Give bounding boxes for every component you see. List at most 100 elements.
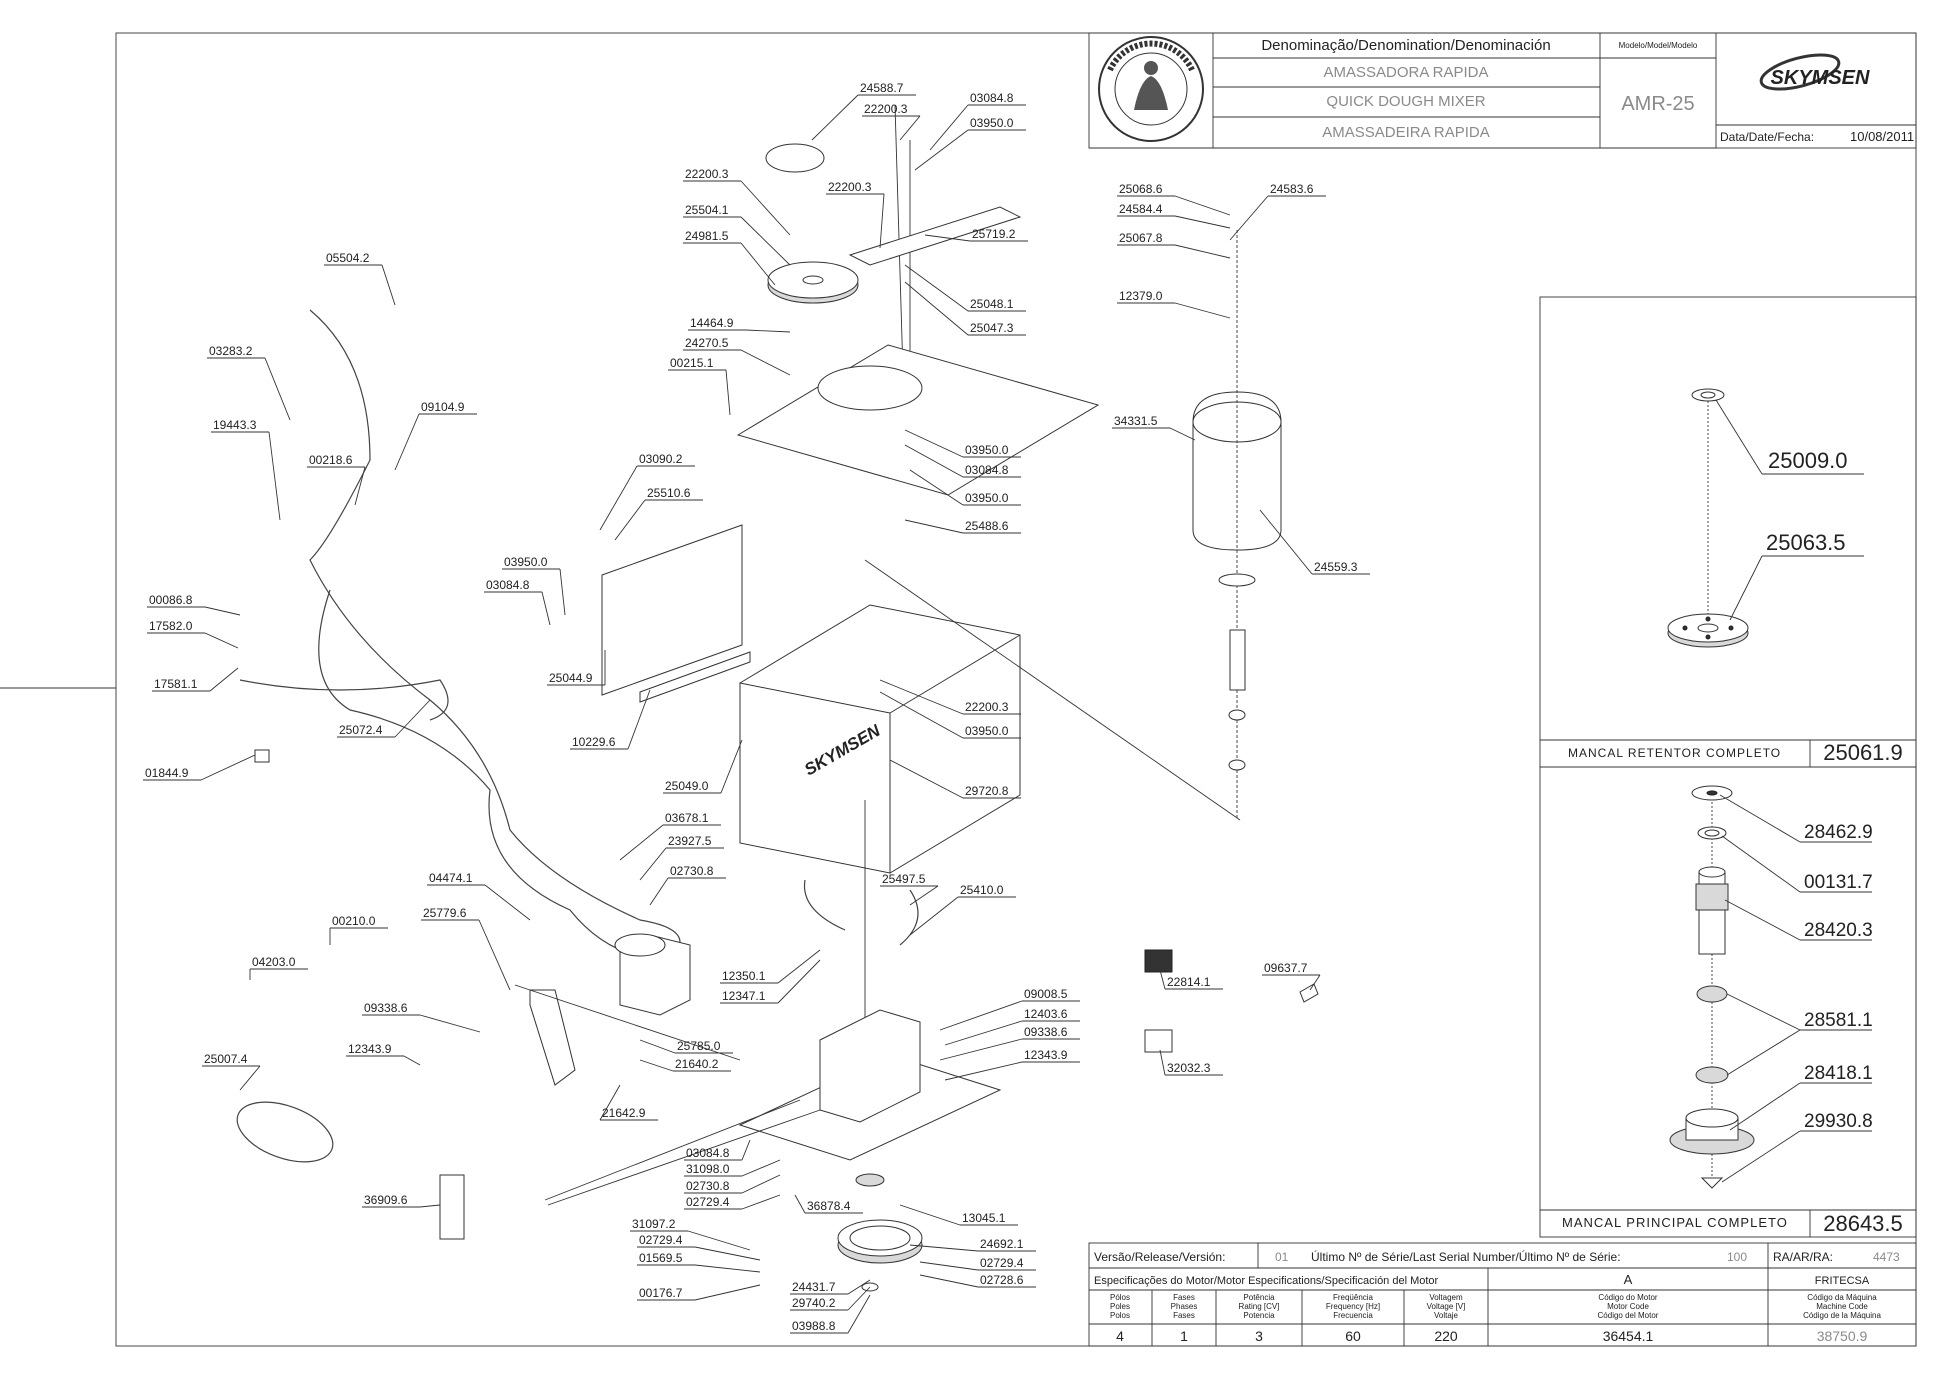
callout-leader [939,1038,1023,1061]
callout-leader [394,699,431,738]
callout-leader [904,519,964,534]
callout-leader [740,180,791,236]
model-header: Modelo/Model/Modelo [1619,41,1698,50]
callout-leader [740,349,791,376]
callout-part-number: 24431.7 [792,1280,836,1294]
callout-part-number: 03084.8 [686,1146,730,1160]
callout-leader [204,632,239,649]
callout-part-number: 04474.1 [429,871,473,885]
spec-col-rating: Potência Rating [CV] Potencia 3 [1239,1293,1280,1344]
callout-part-number: 02729.4 [980,1256,1024,1270]
part-28420-3: 28420.3 [1804,920,1873,941]
callout-leader [904,429,964,458]
part-28581-1: 28581.1 [1804,1010,1873,1031]
svg-text:Voltagem: Voltagem [1429,1293,1463,1302]
callout-leader [741,1139,751,1161]
callout-part-number: 24692.1 [980,1237,1024,1251]
callout-leader [919,1274,979,1288]
callout-part-number: 25044.9 [549,671,593,685]
date-value: 10/08/2011 [1850,129,1914,144]
callout-part-number: 22200.3 [965,700,1009,714]
callout-part-number: 12379.0 [1119,289,1163,303]
callout-leader [909,885,939,906]
callout-leader [541,591,551,626]
callout-labels: 24588.703084.822200.303950.022200.325504… [143,81,1370,1334]
callout-part-number: 03988.8 [792,1319,836,1333]
title-block: Denominação/Denomination/Denominación AM… [1088,32,1917,149]
callout-leader [419,1204,441,1208]
callout-part-number: 29720.8 [965,784,1009,798]
callout-part-number: 09637.7 [1264,961,1308,975]
callout-part-number: 24583.6 [1270,182,1314,196]
callout-leader [1174,215,1231,229]
callout-leader [777,949,821,984]
callout-leader [1259,509,1313,575]
callout-part-number: 02730.8 [686,1179,730,1193]
name-pt: AMASSADORA RAPIDA [1323,64,1488,81]
exploded-drawing-parts: SKYMSEN [236,104,1319,1292]
callout-part-number: 03678.1 [665,811,709,825]
svg-text:Potência: Potência [1243,1293,1275,1302]
callout-part-number: 04203.0 [252,955,296,969]
callout-leader [1174,244,1231,259]
callout-part-number: 05504.2 [326,251,370,265]
denomination-header: Denominação/Denomination/Denominación [1261,37,1550,54]
callout-part-number: 25072.4 [339,723,383,737]
callout-part-number: 25007.4 [204,1052,248,1066]
assistance-seal-logo [1098,36,1204,142]
callout-leader [1174,302,1231,319]
panel-retentor-name: MANCAL RETENTOR COMPLETO [1568,746,1781,760]
svg-text:Freqüência: Freqüência [1333,1293,1374,1302]
callout-part-number: 25510.6 [647,486,691,500]
callout-leader [1309,974,1321,991]
part-25063-5: 25063.5 [1766,530,1846,555]
callout-leader [904,281,969,336]
callout-part-number: 13045.1 [962,1211,1006,1225]
callout-leader [268,431,281,521]
date-label: Data/Date/Fecha: [1720,130,1814,144]
callout-leader [1174,195,1231,216]
callout-leader [909,896,959,936]
callout-leader [694,1284,761,1301]
callout-part-number: 25048.1 [970,297,1014,311]
svg-text:Frequency [Hz]: Frequency [Hz] [1326,1302,1380,1311]
part-28418-1: 28418.1 [1804,1063,1873,1084]
callout-part-number: 01569.5 [639,1251,683,1265]
callout-leader [740,242,776,286]
callout-part-number: 12403.6 [1024,1007,1068,1021]
callout-part-number: 17581.1 [154,677,198,691]
callout-leader [889,759,964,799]
callout-part-number: 03950.0 [965,491,1009,505]
panel-mancal-principal: MANCAL PRINCIPAL COMPLETO 28643.5 28462.… [1539,766,1917,1238]
panel-principal-name: MANCAL PRINCIPAL COMPLETO [1562,1215,1788,1230]
svg-text:Potencia: Potencia [1243,1311,1275,1320]
callout-part-number: 00210.0 [332,914,376,928]
callout-leader [914,129,969,171]
callout-part-number: 32032.3 [1167,1061,1211,1075]
svg-text:Código del Motor: Código del Motor [1598,1311,1659,1320]
callout-part-number: 14464.9 [690,316,734,330]
callout-part-number: 17582.0 [149,619,193,633]
callout-leader [559,568,566,616]
callout-part-number: 25068.6 [1119,182,1163,196]
panel-principal-code: 28643.5 [1823,1211,1903,1236]
spec-col-motor-code: Código do Motor Motor Code Código del Mo… [1598,1293,1659,1344]
callout-part-number: 25488.6 [965,519,1009,533]
callout-part-number: 24588.7 [860,81,904,95]
callout-part-number: 03950.0 [504,555,548,569]
callout-part-number: 25067.8 [1119,231,1163,245]
callout-part-number: 29740.2 [792,1296,836,1310]
ra-value: 4473 [1873,1250,1900,1264]
version-value: 01 [1275,1250,1289,1264]
callout-part-number: 00086.8 [149,593,193,607]
callout-part-number: 12343.9 [348,1042,392,1056]
panel-retentor-code: 25061.9 [1823,740,1903,765]
callout-leader [484,884,531,921]
callout-part-number: 24981.5 [685,229,729,243]
callout-part-number: 25497.5 [882,872,926,886]
callout-leader [694,1264,761,1273]
callout-leader [904,264,969,312]
callout-leader [639,1039,676,1054]
callout-leader [639,1059,674,1072]
